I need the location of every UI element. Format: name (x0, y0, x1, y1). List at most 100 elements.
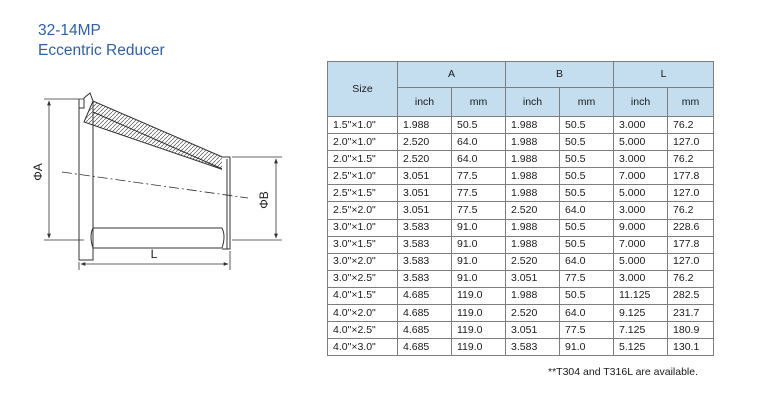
value-cell: 50.5 (559, 235, 615, 254)
value-cell: 3.051 (397, 167, 452, 186)
header-unit: inch (397, 87, 452, 117)
value-cell: 7.000 (613, 235, 669, 254)
value-cell: 4.685 (397, 338, 452, 357)
eccentric-reducer-drawing: ΦA ΦB L (31, 92, 282, 270)
value-cell: 127.0 (667, 133, 715, 152)
value-cell: 77.5 (559, 269, 615, 288)
value-cell: 5.000 (613, 184, 669, 203)
value-cell: 64.0 (450, 150, 507, 169)
value-cell: 127.0 (667, 184, 715, 203)
value-cell: 4.685 (397, 304, 452, 323)
label-a: ΦA (31, 163, 45, 181)
value-cell: 3.051 (397, 184, 452, 203)
value-cell: 91.0 (559, 338, 615, 357)
value-cell: 3.583 (505, 338, 561, 357)
size-cell: 3.0"×1.5" (327, 235, 398, 254)
header-l: L (613, 61, 715, 88)
value-cell: 91.0 (450, 269, 507, 288)
value-cell: 4.685 (397, 321, 452, 340)
product-code: 32-14MP (38, 22, 101, 39)
value-cell: 7.000 (613, 167, 669, 186)
size-cell: 1.5"×1.0" (327, 115, 398, 135)
header-unit: inch (613, 87, 669, 117)
value-cell: 282.5 (667, 286, 715, 306)
value-cell: 2.520 (505, 252, 561, 271)
size-cell: 4.0"×1.5" (327, 286, 398, 306)
value-cell: 177.8 (667, 167, 715, 186)
value-cell: 77.5 (559, 321, 615, 340)
value-cell: 91.0 (450, 252, 507, 271)
value-cell: 9.000 (613, 218, 669, 237)
value-cell: 130.1 (667, 338, 715, 357)
value-cell: 91.0 (450, 235, 507, 254)
value-cell: 1.988 (505, 235, 561, 254)
value-cell: 5.125 (613, 338, 669, 357)
header-unit: mm (450, 87, 507, 117)
center-line (61, 171, 249, 199)
label-b: ΦB (257, 191, 271, 209)
value-cell: 3.583 (397, 235, 452, 254)
value-cell: 11.125 (613, 286, 669, 306)
value-cell: 76.2 (667, 150, 715, 169)
size-cell: 3.0"×1.0" (327, 218, 398, 237)
value-cell: 9.125 (613, 304, 669, 323)
size-cell: 3.0"×2.0" (327, 252, 398, 271)
value-cell: 1.988 (505, 184, 561, 203)
value-cell: 64.0 (450, 133, 507, 152)
value-cell: 3.051 (505, 321, 561, 340)
value-cell: 50.5 (559, 184, 615, 203)
value-cell: 50.5 (450, 115, 507, 135)
value-cell: 76.2 (667, 269, 715, 288)
value-cell: 3.583 (397, 218, 452, 237)
value-cell: 50.5 (559, 218, 615, 237)
header-unit: inch (505, 87, 561, 117)
header-b: B (505, 61, 615, 88)
value-cell: 64.0 (559, 304, 615, 323)
size-cell: 2.0"×1.5" (327, 150, 398, 169)
value-cell: 1.988 (505, 150, 561, 169)
value-cell: 77.5 (450, 184, 507, 203)
value-cell: 228.6 (667, 218, 715, 237)
size-cell: 2.0"×1.0" (327, 133, 398, 152)
value-cell: 64.0 (559, 252, 615, 271)
value-cell: 1.988 (397, 115, 452, 135)
value-cell: 77.5 (450, 201, 507, 220)
value-cell: 7.125 (613, 321, 669, 340)
value-cell: 91.0 (450, 218, 507, 237)
dimensions-table: Size A B L inch mm inch mm inch mm 1.5"×… (327, 61, 715, 357)
header-size: Size (327, 61, 398, 117)
value-cell: 231.7 (667, 304, 715, 323)
material-footnote: **T304 and T316L are available. (548, 366, 699, 378)
size-cell: 2.5"×1.0" (327, 167, 398, 186)
value-cell: 1.988 (505, 133, 561, 152)
value-cell: 77.5 (450, 167, 507, 186)
value-cell: 119.0 (450, 304, 507, 323)
value-cell: 2.520 (397, 150, 452, 169)
value-cell: 119.0 (450, 338, 507, 357)
value-cell: 50.5 (559, 150, 615, 169)
value-cell: 2.520 (397, 133, 452, 152)
value-cell: 119.0 (450, 286, 507, 306)
header-a: A (396, 61, 507, 88)
value-cell: 2.520 (505, 304, 561, 323)
value-cell: 64.0 (559, 201, 615, 220)
value-cell: 177.8 (667, 235, 715, 254)
label-l: L (151, 247, 158, 261)
size-cell: 2.5"×1.5" (327, 184, 398, 203)
value-cell: 50.5 (559, 286, 615, 306)
value-cell: 1.988 (505, 115, 561, 135)
value-cell: 127.0 (667, 252, 715, 271)
header-unit: mm (667, 87, 715, 117)
